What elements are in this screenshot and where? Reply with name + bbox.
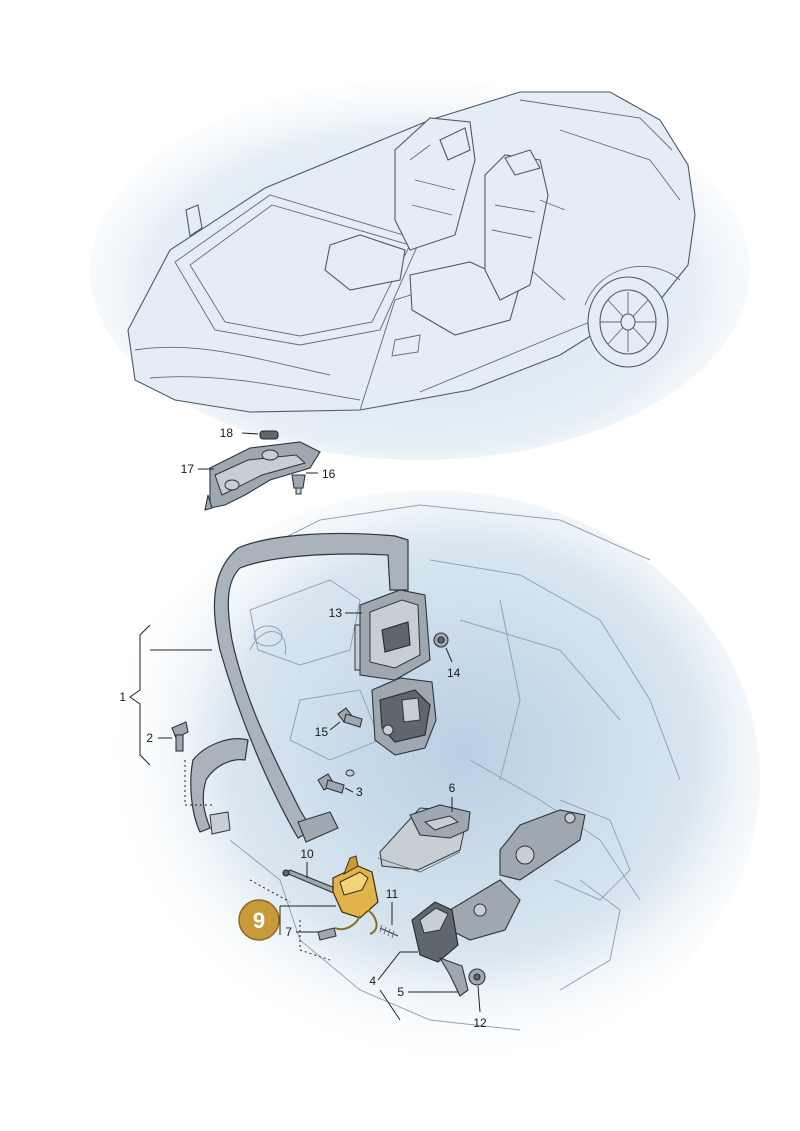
lower-bracket <box>449 809 586 941</box>
belt-retractor <box>371 677 437 756</box>
callout-9: 6 <box>449 781 456 795</box>
callout-5: 5 <box>397 985 404 999</box>
callout-3: 3 <box>356 785 363 799</box>
callout-15: 15 <box>315 725 329 739</box>
callout-6-badge: 9 <box>238 899 280 941</box>
buckle-4 <box>411 901 469 997</box>
bolt-3 <box>317 769 355 794</box>
belt-guide-13 <box>354 589 431 681</box>
callout-2: 2 <box>146 731 153 745</box>
callout-18: 18 <box>220 426 234 440</box>
seat-belt-strap-1 <box>190 532 409 843</box>
car-overview-illustration <box>90 80 750 460</box>
cap-18 <box>259 430 279 440</box>
nut-14 <box>433 632 449 648</box>
spring-11 <box>379 924 399 939</box>
callout-4: 4 <box>369 974 376 988</box>
nut-12 <box>468 968 486 986</box>
callout-1: 1 <box>119 690 126 704</box>
bolt-2 <box>171 721 189 752</box>
callout-7: 7 <box>285 925 292 939</box>
buckle-6-highlighted <box>332 855 379 935</box>
screw-17 <box>291 474 306 495</box>
leader-lines <box>129 432 481 1021</box>
callout-12: 12 <box>473 1016 487 1030</box>
pin-7 <box>317 927 337 941</box>
callout-11: 11 <box>386 887 399 901</box>
callout-13: 13 <box>329 606 343 620</box>
bracket-16 <box>204 441 321 511</box>
callout-labels: 18 17 16 1 2 13 14 15 3 6 10 11 7 4 5 12 <box>119 426 487 1030</box>
callout-10: 10 <box>300 847 314 861</box>
callout-6: 9 <box>253 908 265 933</box>
callout-16: 17 <box>181 462 195 476</box>
cover-9 <box>377 804 471 873</box>
callout-14: 14 <box>447 666 461 680</box>
callout-17: 16 <box>322 467 336 481</box>
bolt-15 <box>337 707 363 728</box>
